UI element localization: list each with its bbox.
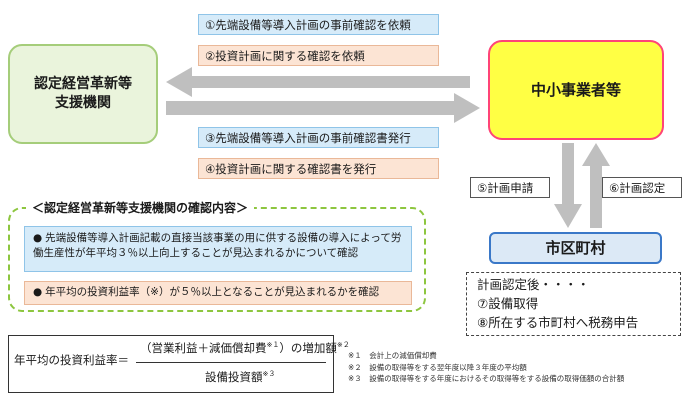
formula-box [8,335,334,393]
flow-label-1: ①先端設備等導入計画の事前確認を依頼 [198,14,439,35]
flow-label-5: ⑤計画申請 [470,177,550,198]
arrow-plan-approval [582,143,610,228]
arrow-plan-application [554,143,582,228]
sme-node: 中小事業者等 [488,40,664,140]
flow-label-2: ②投資計画に関する確認を依頼 [198,45,439,66]
formula-fraction-bar [136,362,326,363]
formula-numerator-mark: ※１ [266,341,280,350]
arrow-to-sme [166,93,480,123]
bullet-icon: ● [33,232,43,244]
formula-numerator: （営業利益＋減価償却費※１）の増加額※２ [140,340,350,356]
footnote-3: ※３ 設備の取得等をする年度におけるその取得等をする設備の取得価額の合計額 [348,374,625,384]
formula-numerator-end: ）の増加額 [279,341,337,355]
bullet-icon: ● [33,286,43,299]
footnotes: ※１ 会計上の減価償却費 ※２ 設備の取得等をする翌年度以降３年度の平均額 ※３… [348,350,624,385]
support-org-name-line-2: 支援機関 [55,95,111,111]
formula-denominator-text: 設備投資額 [205,370,263,384]
footnote-1: ※１ 会計上の減価償却費 [348,351,437,360]
formula-numerator-text: （営業利益＋減価償却費 [140,341,267,355]
check-item-1-text: 先端設備等導入計画記載の直接当該事業の用に供する設備の導入によって労働生産性が年… [33,232,402,260]
after-approval-step-7: ⑦設備取得 [477,295,539,311]
after-approval-step-8: ⑧所在する市町村へ税務申告 [477,314,639,330]
formula-denominator-mark: ※３ [262,370,276,379]
flow-label-6: ⑥計画認定 [602,177,682,198]
flow-label-4: ④投資計画に関する確認書を発行 [198,158,439,179]
formula-numerator-end-mark: ※２ [336,341,350,350]
check-item-2-text: 年平均の投資利益率（※）が５％以上となることが見込まれるかを確認 [45,286,380,299]
city-node: 市区町村 [489,232,662,264]
formula-denominator: 設備投資額※３ [205,369,275,385]
city-name: 市区町村 [545,238,606,257]
support-org-name-line-1: 認定経営革新等 [34,76,132,93]
support-org-node: 認定経営革新等 支援機関 [8,44,158,144]
check-item-2: ●年平均の投資利益率（※）が５％以上となることが見込まれるかを確認 [24,281,412,305]
after-approval-box: 計画認定後・・・・ ⑦設備取得 ⑧所在する市町村へ税務申告 [466,272,681,336]
sme-name: 中小事業者等 [530,80,621,99]
arrow-to-support-org [166,67,470,97]
footnote-2: ※２ 設備の取得等をする翌年度以降３年度の平均額 [348,362,527,372]
after-approval-heading: 計画認定後・・・・ [477,277,590,292]
flow-label-3: ③先端設備等導入計画の事前確認書発行 [198,127,439,148]
check-item-1: ●先端設備等導入計画記載の直接当該事業の用に供する設備の導入によって労働生産性が… [24,226,412,272]
check-contents-title: ＜認定経営革新等支援機関の確認内容＞ [26,199,255,216]
formula-label: 年平均の投資利益率＝ [14,353,129,367]
